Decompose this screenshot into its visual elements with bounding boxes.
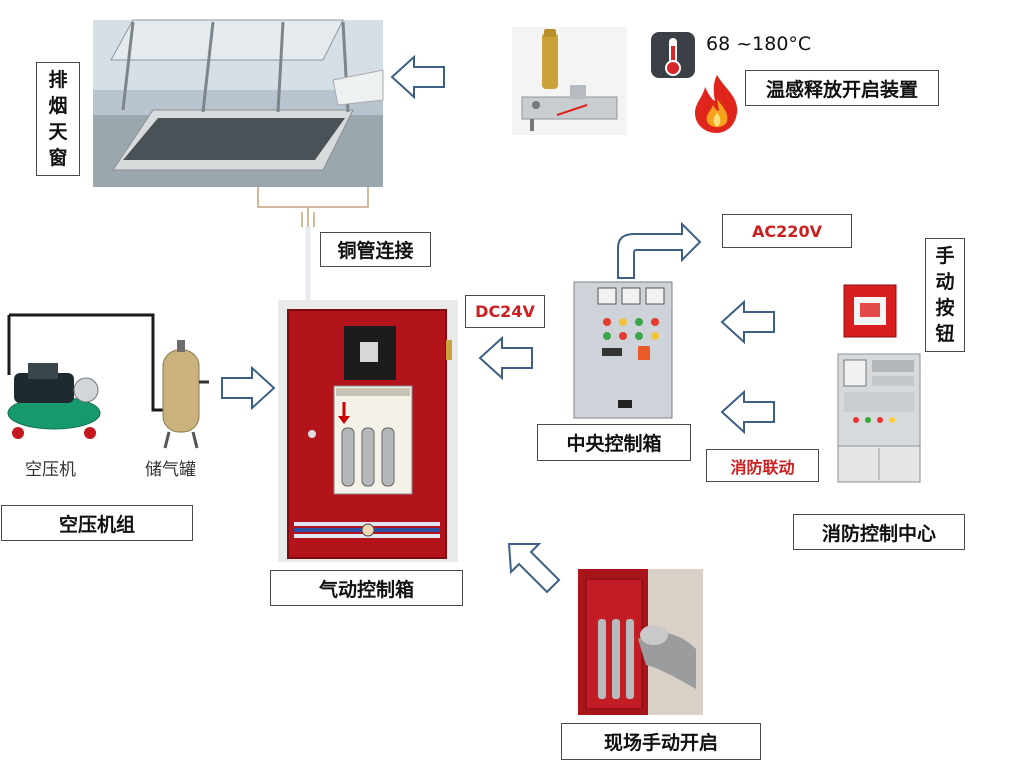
arrow-site-to-pneumatic bbox=[507, 543, 561, 594]
copper-pipe-label: 铜管连接 bbox=[320, 232, 431, 267]
arrow-to-pneumatic-box bbox=[221, 365, 276, 411]
arrow-to-ac220v bbox=[617, 221, 702, 279]
smoke-vent-photo bbox=[93, 19, 384, 187]
central-box-label: 中央控制箱 bbox=[537, 424, 691, 461]
storage-tank-label: 储气罐 bbox=[145, 460, 196, 480]
central-control-box-photo bbox=[573, 281, 673, 419]
pneumatic-control-box-photo bbox=[278, 300, 458, 562]
dc24v-label: DC24V bbox=[465, 295, 545, 328]
smoke-vent-label: 排 烟 天 窗 bbox=[36, 62, 80, 176]
arrow-manual-to-central bbox=[720, 299, 775, 345]
compressor-label: 空压机 bbox=[25, 460, 76, 480]
thermometer-icon bbox=[651, 32, 695, 78]
fire-control-center-photo bbox=[837, 353, 921, 483]
thermal-release-label: 温感释放开启装置 bbox=[745, 70, 939, 106]
compressor-pipe bbox=[7, 313, 167, 412]
fire-control-center-label: 消防控制中心 bbox=[793, 514, 965, 550]
site-manual-open-photo bbox=[578, 569, 703, 715]
copper-pipe-graphic bbox=[257, 187, 369, 302]
pneumatic-box-label: 气动控制箱 bbox=[270, 570, 463, 606]
manual-call-point-photo bbox=[843, 284, 897, 338]
thermal-release-photo bbox=[512, 27, 627, 135]
temperature-range: 68 ~180°C bbox=[706, 33, 812, 55]
flame-icon bbox=[695, 75, 738, 133]
site-manual-open-label: 现场手动开启 bbox=[561, 723, 761, 760]
arrow-to-pneumatic-from-central bbox=[478, 335, 533, 381]
storage-tank-photo bbox=[162, 340, 209, 449]
compressor-group-label: 空压机组 bbox=[1, 505, 193, 541]
air-compressor-photo bbox=[7, 363, 101, 439]
fire-linkage-label: 消防联动 bbox=[706, 449, 819, 482]
arrow-linkage-to-central bbox=[720, 389, 775, 435]
manual-button-label: 手 动 按 钮 bbox=[925, 238, 965, 352]
ac220v-label: AC220V bbox=[722, 214, 852, 248]
arrow-to-smoke-vent bbox=[390, 54, 445, 100]
